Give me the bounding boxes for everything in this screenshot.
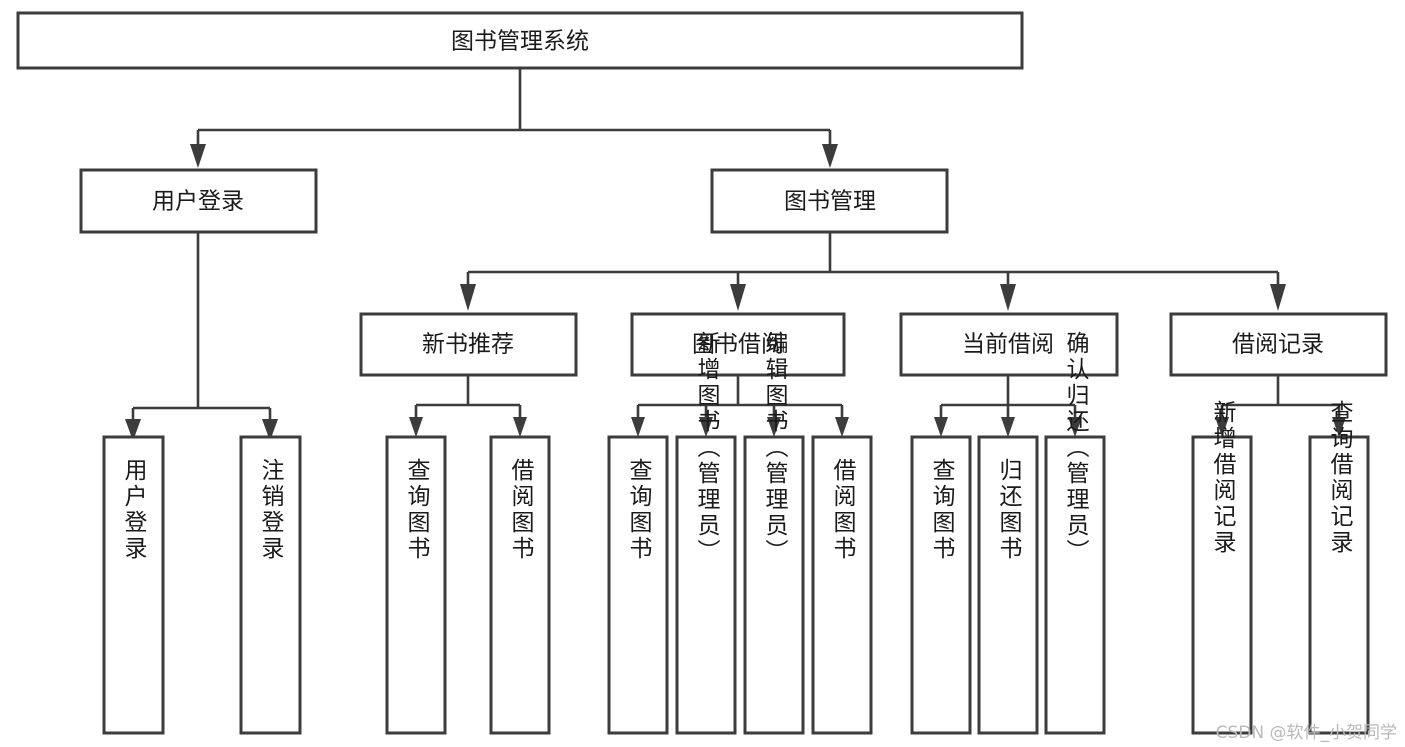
leaf-br-add-record-box[interactable] xyxy=(1191,435,1253,735)
node-book-management[interactable]: 图书管理 xyxy=(710,168,949,234)
leaf-user-login[interactable]: 用户登录 xyxy=(102,435,165,735)
csdn-watermark: CSDN @软件_小贺同学 xyxy=(1215,723,1397,743)
node-root-box[interactable] xyxy=(16,11,1024,70)
leaf-nb-borrow-book-label: 借阅图书 xyxy=(507,458,535,562)
node-book-management-label: 图书管理 xyxy=(784,189,876,215)
node-user-login-label: 用户登录 xyxy=(152,189,244,215)
leaf-bb-borrow-book[interactable]: 借阅图书 xyxy=(811,435,873,735)
arrowhead-nb-query-book xyxy=(409,417,423,437)
leaf-nb-query-book-box[interactable] xyxy=(385,435,447,735)
leaf-nb-query-book-label: 查询图书 xyxy=(403,458,431,562)
node-root[interactable]: 图书管理系统 xyxy=(16,11,1024,70)
arrowhead-cb-query-book xyxy=(934,417,948,437)
leaf-bb-edit-book-label: 编辑图书（管理员） xyxy=(761,331,789,565)
leaf-br-query-record-label: 查询借阅记录 xyxy=(1326,400,1354,556)
arrowhead-borrow-record xyxy=(1270,284,1286,311)
leaf-cb-confirm-return-label: 确认归还（管理员） xyxy=(1062,331,1090,565)
node-current-borrow-box[interactable] xyxy=(899,312,1119,377)
node-book-borrow-label: 图书借阅 xyxy=(692,332,784,358)
leaf-cb-confirm-return[interactable]: 确认归还（管理员） xyxy=(1044,331,1106,735)
node-new-book-recommend[interactable]: 新书推荐 xyxy=(359,312,578,377)
node-current-borrow-label: 当前借阅 xyxy=(962,332,1054,358)
leaf-nb-borrow-book-box[interactable] xyxy=(489,435,551,735)
leaf-cb-query-book[interactable]: 查询图书 xyxy=(910,435,972,735)
leaf-bb-query-book[interactable]: 查询图书 xyxy=(607,435,669,735)
arrowhead-user-login xyxy=(190,144,206,168)
node-new-book-recommend-box[interactable] xyxy=(359,312,578,377)
arrowhead-bb-edit-book xyxy=(767,417,781,437)
node-book-borrow-box[interactable] xyxy=(630,312,846,377)
node-borrow-record-box[interactable] xyxy=(1169,312,1388,377)
node-borrow-record[interactable]: 借阅记录 xyxy=(1169,312,1388,377)
leaf-logout[interactable]: 注销登录 xyxy=(239,435,302,735)
node-new-book-recommend-label: 新书推荐 xyxy=(422,332,514,358)
arrowhead-current-borrow xyxy=(1000,284,1016,311)
leaf-cb-return-book[interactable]: 归还图书 xyxy=(977,435,1039,735)
leaf-cb-return-book-label: 归还图书 xyxy=(995,458,1023,562)
leaf-br-query-record[interactable]: 查询借阅记录 xyxy=(1308,400,1370,735)
arrowhead-new-book xyxy=(460,284,476,311)
leaf-bb-add-book-box[interactable] xyxy=(675,435,737,735)
leaf-bb-edit-book[interactable]: 编辑图书（管理员） xyxy=(743,331,805,735)
leaf-bb-add-book-label: 新增图书（管理员） xyxy=(693,331,721,565)
leaf-bb-edit-book-box[interactable] xyxy=(743,435,805,735)
node-root-label: 图书管理系统 xyxy=(451,29,589,55)
leaf-br-add-record[interactable]: 新增借阅记录 xyxy=(1191,400,1253,735)
arrowhead-cb-return-book xyxy=(1001,417,1015,437)
arrowhead-nb-borrow-book xyxy=(513,417,527,437)
node-user-login-box[interactable] xyxy=(79,168,318,234)
leaf-logout-label: 注销登录 xyxy=(257,458,285,562)
leaf-nb-query-book[interactable]: 查询图书 xyxy=(385,435,447,735)
node-book-borrow[interactable]: 图书借阅 xyxy=(630,312,846,377)
leaf-bb-borrow-book-box[interactable] xyxy=(811,435,873,735)
leaf-cb-return-book-box[interactable] xyxy=(977,435,1039,735)
arrowhead-br-add-record xyxy=(1215,417,1229,437)
node-user-login[interactable]: 用户登录 xyxy=(79,168,318,234)
leaf-br-add-record-label: 新增借阅记录 xyxy=(1209,400,1237,556)
arrowhead-leaf-user-login xyxy=(125,419,141,441)
leaf-nb-borrow-book[interactable]: 借阅图书 xyxy=(489,435,551,735)
leaf-bb-borrow-book-label: 借阅图书 xyxy=(829,458,857,562)
node-current-borrow[interactable]: 当前借阅 xyxy=(899,312,1119,377)
connector-group xyxy=(125,68,1346,441)
arrowhead-cb-confirm-return xyxy=(1068,417,1082,437)
node-borrow-record-label: 借阅记录 xyxy=(1232,332,1324,358)
arrowhead-bb-query-book xyxy=(631,417,645,437)
leaf-cb-confirm-return-box[interactable] xyxy=(1044,435,1106,735)
leaf-cb-query-book-box[interactable] xyxy=(910,435,972,735)
leaf-cb-query-book-label: 查询图书 xyxy=(928,458,956,562)
leaf-bb-add-book[interactable]: 新增图书（管理员） xyxy=(675,331,737,735)
arrowhead-leaf-logout xyxy=(262,419,278,441)
leaf-bb-query-book-box[interactable] xyxy=(607,435,669,735)
leaf-logout-box[interactable] xyxy=(239,435,302,735)
node-book-management-box[interactable] xyxy=(710,168,949,234)
arrowhead-br-query-record xyxy=(1332,417,1346,437)
leaf-br-query-record-box[interactable] xyxy=(1308,435,1370,735)
arrowhead-book-mgmt xyxy=(822,144,838,168)
leaf-user-login-box[interactable] xyxy=(102,435,165,735)
arrowhead-book-borrow xyxy=(730,284,746,311)
arrowhead-bb-add-book xyxy=(699,417,713,437)
leaf-bb-query-book-label: 查询图书 xyxy=(625,458,653,562)
leaf-user-login-label: 用户登录 xyxy=(120,458,148,562)
arrowhead-bb-borrow-book xyxy=(835,417,849,437)
